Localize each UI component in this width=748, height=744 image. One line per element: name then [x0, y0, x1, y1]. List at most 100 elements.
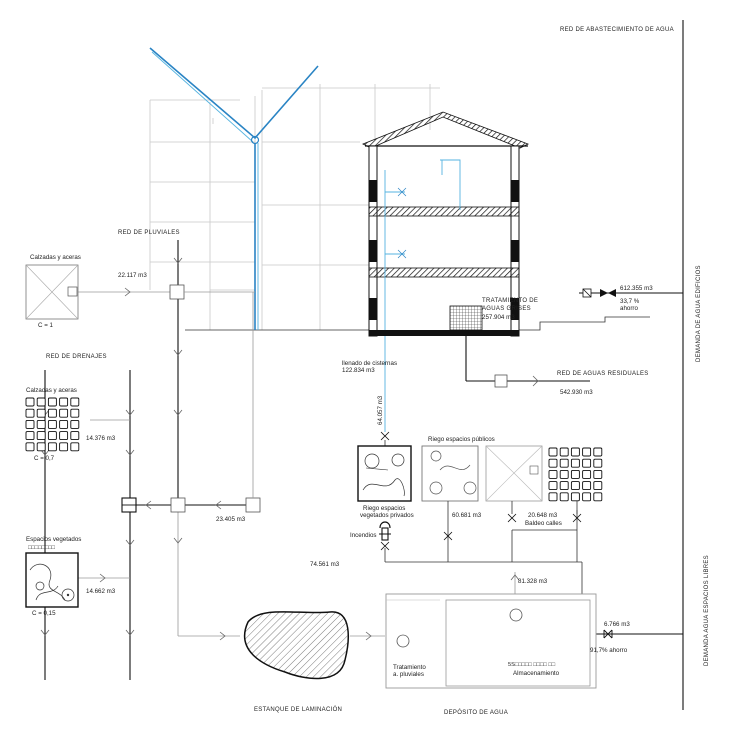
paving-tile — [570, 458, 580, 468]
label-vegetados-sub: □□□□□□□□ — [28, 545, 56, 551]
supply-network — [579, 20, 684, 710]
label-tratamiento-grises-2: AGUAS GRISES — [482, 306, 531, 312]
label-red-pluviales: RED DE PLUVIALES — [118, 230, 180, 236]
grey-water-tank — [449, 305, 483, 331]
label-demanda-espacios: DEMANDA AGUA ESPACIOS LIBRES — [704, 555, 710, 666]
value-23405: 23.405 m3 — [216, 516, 246, 523]
paving-tile — [582, 492, 592, 502]
label-almacenamiento-prefix: 5S□□□□□ □□□□ □□ — [508, 662, 556, 668]
label-vegetados: Espacios vegetados — [26, 536, 81, 543]
paving-tile — [548, 469, 558, 479]
paving-tile — [582, 481, 592, 491]
value-6766: 6.766 m3 — [604, 621, 630, 628]
paving-tile — [70, 397, 80, 407]
paving-tile — [70, 431, 80, 441]
label-riego-privados-2: vegetados privados — [360, 512, 414, 519]
value-122834: 122.834 m3 — [342, 367, 375, 374]
label-calzadas-1: Calzadas y aceras — [30, 254, 81, 261]
paving-tile — [47, 419, 57, 429]
street-surface-box — [485, 445, 543, 502]
label-almacenamiento: Almacenamiento — [513, 670, 560, 677]
label-demanda-edificios: DEMANDA DE AGUA EDIFICIOS — [696, 265, 702, 362]
house-section — [362, 111, 650, 337]
label-vegetados-c: C = 0,15 — [32, 610, 56, 617]
drain-manhole-mid — [170, 497, 186, 513]
paving-tile — [59, 419, 69, 429]
paving-tile — [570, 481, 580, 491]
distribution-pipes — [379, 501, 583, 600]
paving-tile — [47, 442, 57, 452]
labels: RED DE ABASTECIMIENTO DE AGUA DEMANDA DE… — [26, 27, 710, 716]
paving-tile — [593, 481, 603, 491]
water-deposit — [385, 593, 597, 689]
paving-tile — [25, 408, 35, 418]
paving-tile — [59, 431, 69, 441]
paving-tile — [582, 458, 592, 468]
paving-tile — [593, 458, 603, 468]
value-542930: 542.930 m3 — [560, 389, 593, 396]
paving-tile — [559, 481, 569, 491]
paving-tile — [25, 419, 35, 429]
value-22117: 22.117 m3 — [118, 272, 147, 279]
value-81328: 81.328 m3 — [518, 578, 548, 585]
paving-tile — [570, 469, 580, 479]
value-ahorro-1-word: ahorro — [620, 305, 638, 312]
paving-tile — [570, 447, 580, 457]
value-20648: 20.648 m3 — [528, 512, 558, 519]
value-ahorro-2: 91,7% ahorro — [590, 647, 628, 654]
label-red-residuales: RED DE AGUAS RESIDUALES — [557, 371, 649, 377]
value-257904: 257.904 m3 — [482, 314, 515, 321]
paving-tile — [36, 442, 46, 452]
paving-tile — [570, 492, 580, 502]
label-riego-privados-1: Riego espacios — [363, 505, 405, 512]
label-tratamiento-pluv-1: Tratamiento — [393, 664, 426, 671]
paving-tile — [548, 447, 558, 457]
hydrant-icon — [379, 521, 391, 551]
surface-calzadas-c07-tiles — [25, 397, 80, 452]
value-64057: 64.057 m3 — [377, 395, 384, 425]
paving-tile — [25, 397, 35, 407]
value-14376: 14.376 m3 — [86, 435, 116, 442]
label-riego-publicos: Riego espacios públicos — [428, 436, 495, 443]
label-calzadas-2-c: C = 0,7 — [34, 455, 55, 462]
paving-tile — [593, 492, 603, 502]
label-deposito: DEPÓSITO DE AGUA — [444, 709, 508, 716]
pump-icon — [600, 289, 608, 297]
label-tratamiento-grises-1: TRATAMIENTO DE — [482, 298, 538, 304]
paving-tile — [47, 431, 57, 441]
paving-tile — [559, 492, 569, 502]
treatment-pump-icon — [396, 634, 410, 648]
paving-tile — [548, 492, 558, 502]
paving-tile — [559, 469, 569, 479]
label-incendios: Incendios — [350, 532, 377, 539]
paving-tile — [70, 408, 80, 418]
storage-pump-icon — [509, 608, 523, 622]
label-calzadas-1-c: C = 1 — [38, 322, 54, 329]
paving-tile — [36, 408, 46, 418]
paving-tile — [47, 408, 57, 418]
paving-tile — [582, 447, 592, 457]
paving-tile — [59, 397, 69, 407]
paving-tile — [25, 442, 35, 452]
value-60681: 60.681 m3 — [452, 512, 482, 519]
label-estanque: ESTANQUE DE LAMINACIÓN — [254, 706, 342, 713]
paving-tile — [70, 442, 80, 452]
private-irrigation-box — [357, 445, 412, 502]
wastewater-manhole — [494, 374, 508, 388]
paving-tile — [36, 431, 46, 441]
rainwater-downpipe — [149, 47, 319, 330]
street-tiles-right — [548, 447, 603, 502]
label-red-abastecimiento: RED DE ABASTECIMIENTO DE AGUA — [560, 27, 674, 33]
surface-vegetados — [25, 552, 79, 608]
pluvial-manhole — [169, 284, 185, 300]
lamination-pond — [243, 611, 385, 680]
drain-manhole-right — [245, 497, 261, 513]
value-612355: 612.355 m3 — [620, 285, 653, 292]
label-llenado: llenado de cisternas — [342, 360, 397, 367]
label-tratamiento-pluv-2: a. pluviales — [393, 671, 424, 678]
paving-tile — [36, 419, 46, 429]
paving-tile — [559, 458, 569, 468]
paving-tile — [593, 447, 603, 457]
paving-tile — [36, 397, 46, 407]
